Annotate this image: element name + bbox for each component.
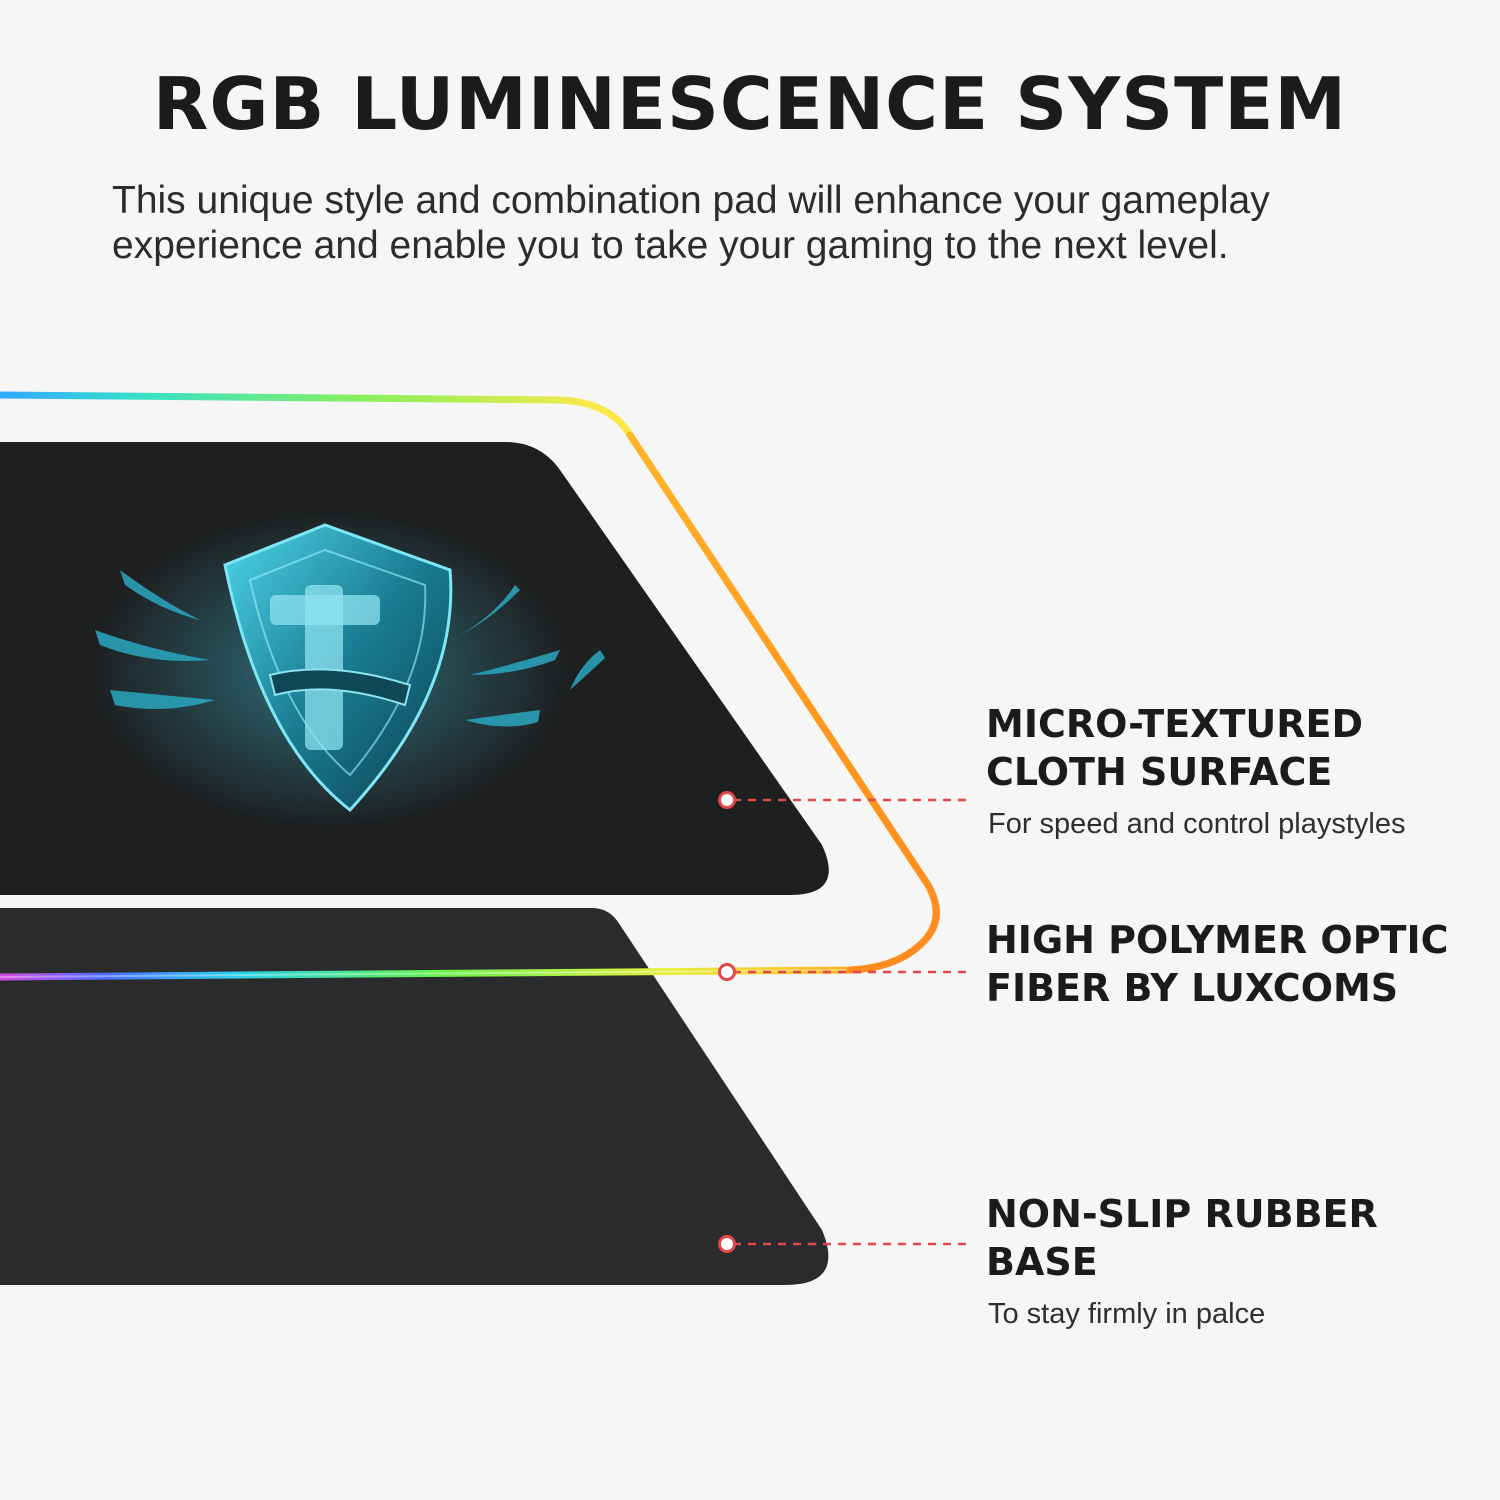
mousepad-illustration: [0, 391, 968, 1285]
marker-dot-icon: [718, 791, 736, 1253]
callout-cloth-surface: MICRO-TEXTURED CLOTH SURFACE For speed a…: [986, 700, 1406, 841]
callout-description: To stay firmly in palce: [988, 1298, 1266, 1330]
callout-optic-fiber: HIGH POLYMER OPTIC FIBER BY LUXCOMS: [986, 916, 1449, 1012]
callout-title: MICRO-TEXTURED CLOTH SURFACE: [986, 702, 1364, 794]
callout-title: HIGH POLYMER OPTIC FIBER BY LUXCOMS: [986, 918, 1449, 1010]
callout-title: NON-SLIP RUBBER BASE: [986, 1192, 1378, 1284]
callout-description: For speed and control playstyles: [988, 808, 1406, 840]
optic-fiber-lower: [0, 966, 864, 981]
page-title: RGB LUMINESCENCE SYSTEM: [152, 62, 1348, 146]
rubber-base-layer: [0, 908, 829, 1285]
shield-emblem-icon: [90, 510, 605, 830]
leader-lines: [733, 798, 968, 1246]
callout-rubber-base: NON-SLIP RUBBER BASE To stay firmly in p…: [986, 1190, 1500, 1331]
page-subtitle: This unique style and combination pad wi…: [112, 179, 1270, 267]
